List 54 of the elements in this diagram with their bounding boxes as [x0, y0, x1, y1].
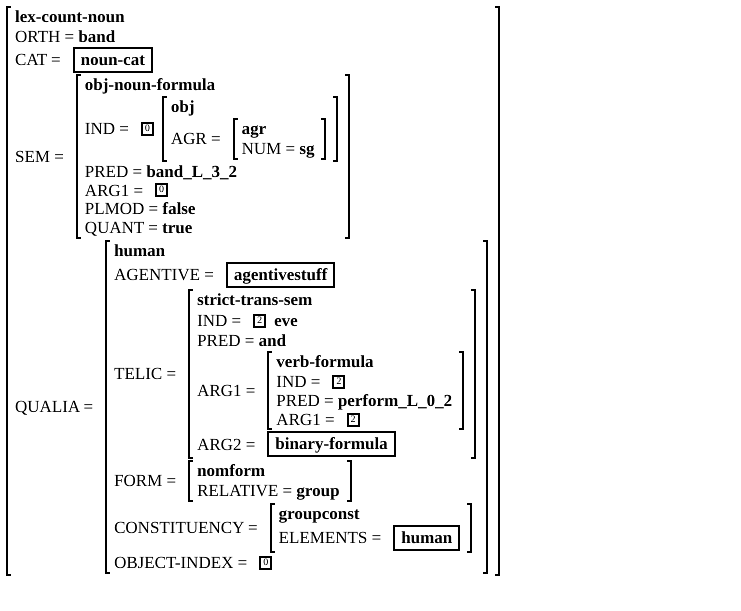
- type-label: obj-noun-formula: [84, 76, 216, 94]
- feature-label: ARG1 =: [197, 382, 256, 400]
- feature-label: PRED = perform_L_0_2: [276, 392, 452, 410]
- tag-box: 0: [155, 183, 168, 198]
- feature-label: AGENTIVE =: [114, 266, 214, 284]
- feature-label: CAT =: [15, 50, 61, 69]
- attribute-value-matrix: [105, 240, 488, 574]
- feature-label: ELEMENTS =: [278, 529, 382, 548]
- feature-label: RELATIVE = group: [197, 482, 340, 500]
- type-box: binary-formula: [267, 431, 396, 458]
- type-box: human: [393, 525, 460, 552]
- feature-label: AGR =: [170, 130, 221, 148]
- attribute-value-matrix: [6, 6, 500, 576]
- tag-box: 2: [332, 374, 346, 389]
- feature-label: IND =: [197, 312, 242, 330]
- feature-label: CONSTITUENCY =: [114, 519, 258, 538]
- type-box: agentivestuff: [226, 262, 336, 288]
- feature-label: ORTH = band: [15, 28, 116, 46]
- type-label: strict-trans-sem: [197, 291, 312, 309]
- tag-box: 0: [259, 556, 272, 570]
- attribute-value-matrix: [162, 96, 338, 162]
- feature-label: TELIC =: [114, 365, 176, 384]
- attribute-value-matrix: [188, 460, 352, 502]
- type-label: eve: [274, 311, 298, 332]
- type-label: human: [114, 242, 166, 260]
- feature-label: ARG1 =: [276, 410, 335, 428]
- feature-label: SEM =: [15, 148, 64, 166]
- feature-label: PRED = band_L_3_2: [84, 162, 238, 181]
- type-label: groupconst: [278, 505, 360, 524]
- feature-label: QUANT = true: [84, 219, 192, 238]
- feature-label: PRED = and: [197, 332, 286, 350]
- attribute-value-matrix: [76, 74, 350, 240]
- type-label: obj: [170, 98, 194, 116]
- feature-label: IND =: [276, 372, 320, 391]
- type-box: noun-cat: [72, 46, 153, 73]
- feature-label: ARG1 =: [84, 182, 144, 200]
- attribute-value-matrix: [232, 118, 326, 160]
- tag-box: 0: [140, 122, 154, 136]
- tag-box: 2: [346, 412, 360, 427]
- attribute-value-matrix: [270, 503, 472, 554]
- type-label: verb-formula: [276, 352, 374, 371]
- tag-box: 2: [253, 314, 266, 328]
- feature-label: PLMOD = false: [84, 200, 196, 218]
- feature-label: NUM = sg: [242, 140, 314, 158]
- feature-label: QUALIA =: [15, 398, 94, 416]
- attribute-value-matrix: [188, 289, 476, 460]
- feature-label: ARG2 =: [197, 436, 256, 454]
- feature-label: IND =: [84, 120, 129, 138]
- type-label: lex-count-noun: [15, 8, 125, 26]
- type-label: nomform: [197, 462, 266, 480]
- attribute-value-matrix: [267, 350, 464, 430]
- feature-label: OBJECT-INDEX =: [114, 554, 248, 572]
- type-label: agr: [242, 120, 266, 138]
- feature-label: FORM =: [114, 472, 176, 490]
